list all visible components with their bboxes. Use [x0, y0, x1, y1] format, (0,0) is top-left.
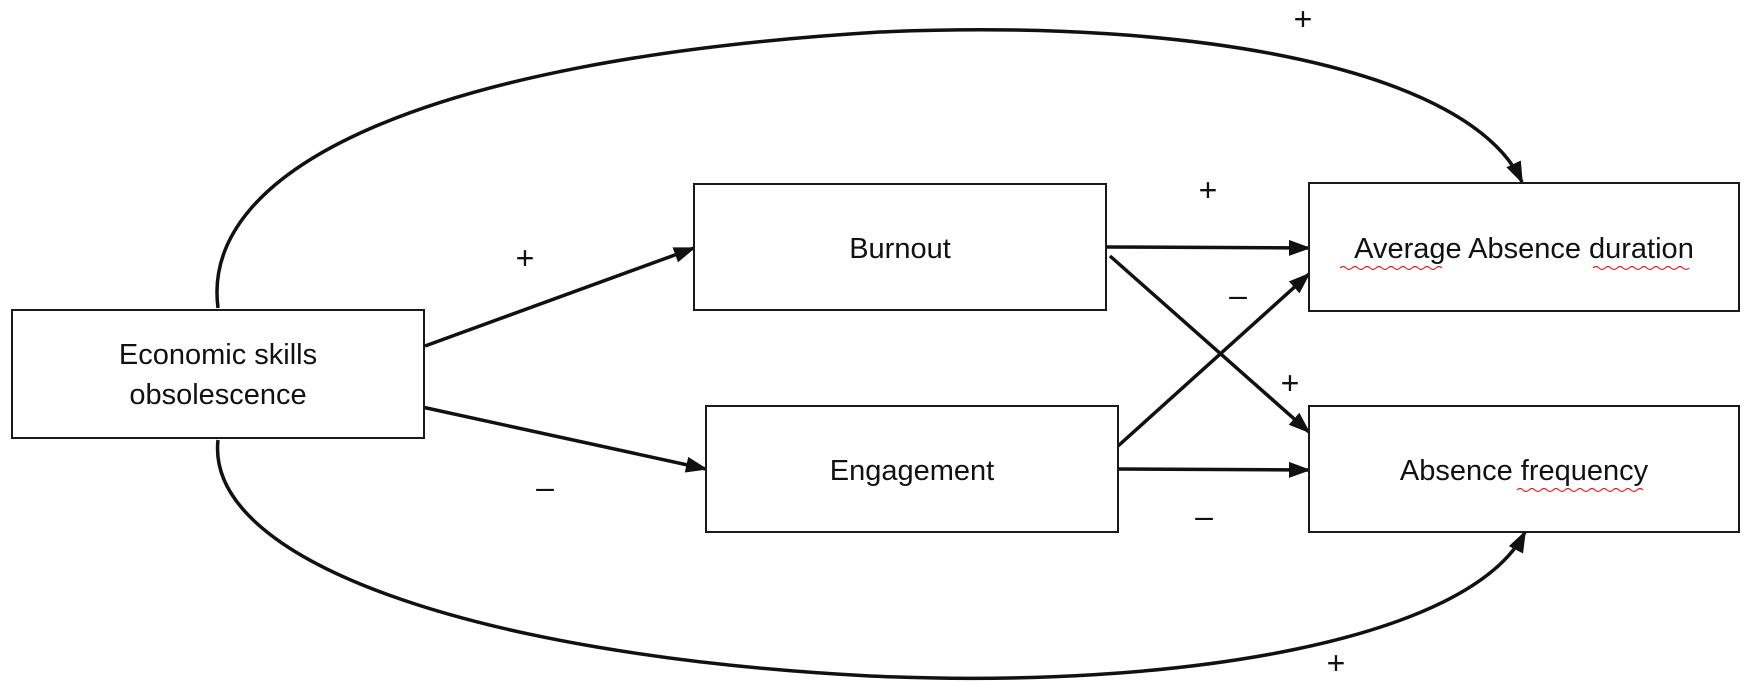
spellcheck-underline: [1592, 265, 1690, 271]
node-engagement: Engagement: [705, 405, 1119, 533]
edge-skills-to-frequency: [215, 439, 1527, 681]
node-label: Burnout: [849, 233, 951, 265]
spellcheck-underline: [1339, 265, 1443, 271]
edge-burnout-to-frequency: [1108, 254, 1311, 434]
sign-burnout-to-frequency: +: [1281, 365, 1300, 401]
sign-skills-to-duration: +: [1294, 1, 1313, 37]
edge-burnout-to-duration: [1106, 239, 1311, 256]
node-label: Average Absence duration: [1354, 233, 1694, 265]
node-label: Absence frequency: [1400, 455, 1649, 487]
sign-engagement-to-frequency: –: [1195, 498, 1213, 534]
sign-skills-to-frequency: +: [1327, 645, 1346, 681]
edge-engagement-to-duration: [1116, 272, 1311, 448]
sign-skills-to-engagement: –: [536, 469, 554, 505]
edge-skills-to-duration: [215, 28, 1524, 309]
node-economic-skills-obsolescence: Economic skills obsolescence: [11, 309, 425, 439]
node-average-absence-duration: Average Absence duration: [1308, 182, 1740, 312]
sign-engagement-to-duration: –: [1229, 277, 1247, 313]
node-burnout: Burnout: [693, 183, 1107, 311]
node-label: Engagement: [830, 455, 994, 487]
edge-skills-to-engagement: [421, 405, 708, 473]
node-label-line-1: Economic skills: [119, 339, 317, 371]
sign-burnout-to-duration: +: [1199, 172, 1218, 208]
edge-engagement-to-frequency: [1114, 461, 1311, 478]
edge-skills-to-burnout: [424, 246, 696, 348]
node-absence-frequency: Absence frequency: [1308, 405, 1740, 533]
sign-skills-to-burnout: +: [516, 240, 535, 276]
node-label-line-2: obsolescence: [129, 379, 306, 411]
spellcheck-underline: [1516, 487, 1644, 493]
